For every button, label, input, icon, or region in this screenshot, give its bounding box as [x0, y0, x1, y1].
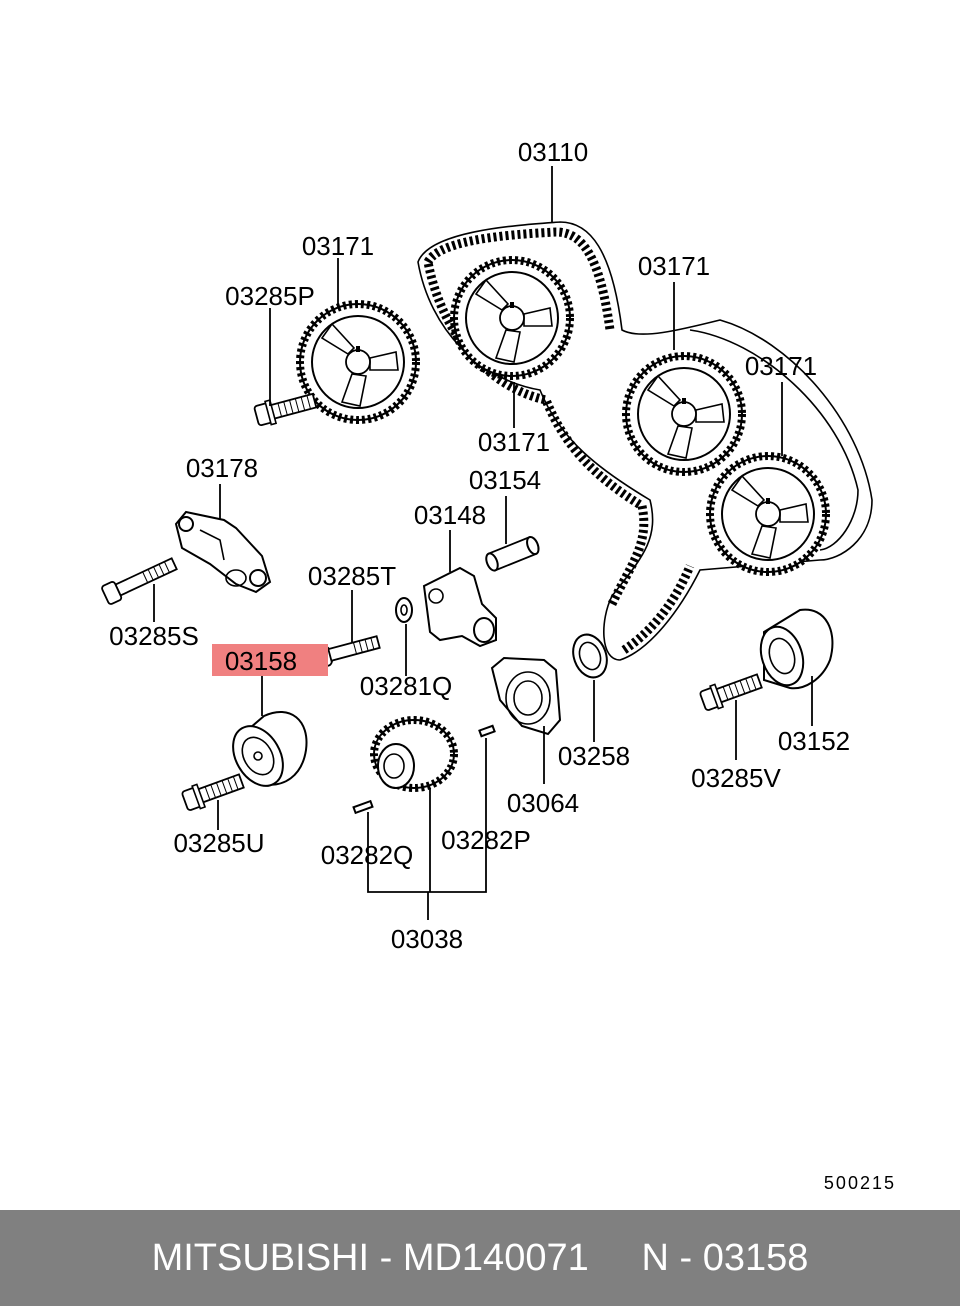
label-bolt-s: 03285S	[109, 621, 199, 651]
label-tensioner-arm: 03178	[186, 453, 258, 483]
bolt-03285p	[252, 388, 319, 429]
label-bolt-u: 03285U	[173, 828, 264, 858]
oil-seal	[572, 633, 608, 679]
timing-belt	[417, 221, 873, 661]
bracket	[422, 566, 497, 648]
camshaft-sprocket-right-upper	[626, 356, 742, 472]
highlight-box	[212, 644, 328, 676]
label-sprocket-right-upper: 03171	[638, 251, 710, 281]
label-crank-sprocket-assy: 03038	[391, 924, 463, 954]
crank-flange	[490, 656, 562, 736]
bolt-03285u	[179, 768, 247, 814]
crankshaft-sprocket	[370, 716, 458, 792]
label-washer: 03281Q	[360, 671, 453, 701]
tensioner-pulley	[232, 711, 308, 787]
idler-pulley	[759, 608, 834, 690]
label-seal: 03258	[558, 741, 630, 771]
pin-03282q	[352, 799, 374, 815]
pin-03282p	[478, 724, 496, 738]
label-flange: 03064	[507, 788, 579, 818]
label-idler: 03152	[778, 726, 850, 756]
label-sprocket-right-lower: 03171	[745, 351, 817, 381]
bolt-03285s	[101, 557, 178, 605]
label-pin-p: 03282P	[441, 825, 531, 855]
diagram-code: 500215	[824, 1173, 896, 1193]
label-belt: 03110	[518, 137, 588, 167]
label-sprocket-center: 03171	[478, 427, 550, 457]
label-sprocket-left: 03171	[302, 231, 374, 261]
footer-text: MITSUBISHI - MD140071 N - 03158	[151, 1236, 809, 1279]
camshaft-sprocket-right-lower	[710, 456, 826, 572]
leader-lines	[153, 166, 813, 920]
bolt-03285v	[697, 668, 765, 714]
label-bolt-t: 03285T	[308, 561, 396, 591]
label-bolt-p: 03285P	[225, 281, 315, 311]
shaft	[485, 535, 540, 572]
label-bolt-v: 03285V	[691, 763, 781, 793]
parts-diagram: 03110 03171 03285P 03171 03171 03171 031…	[101, 137, 896, 1193]
camshaft-sprocket-center	[454, 260, 570, 376]
label-shaft: 03154	[469, 465, 541, 495]
label-pin-q: 03282Q	[321, 840, 414, 870]
washer	[395, 597, 413, 623]
footer-bar: MITSUBISHI - MD140071 N - 03158	[0, 1210, 960, 1306]
label-bracket: 03148	[414, 500, 486, 530]
label-tensioner-pulley: 03158	[225, 646, 297, 676]
camshaft-sprocket-left	[300, 304, 416, 420]
tensioner-arm	[174, 510, 272, 594]
